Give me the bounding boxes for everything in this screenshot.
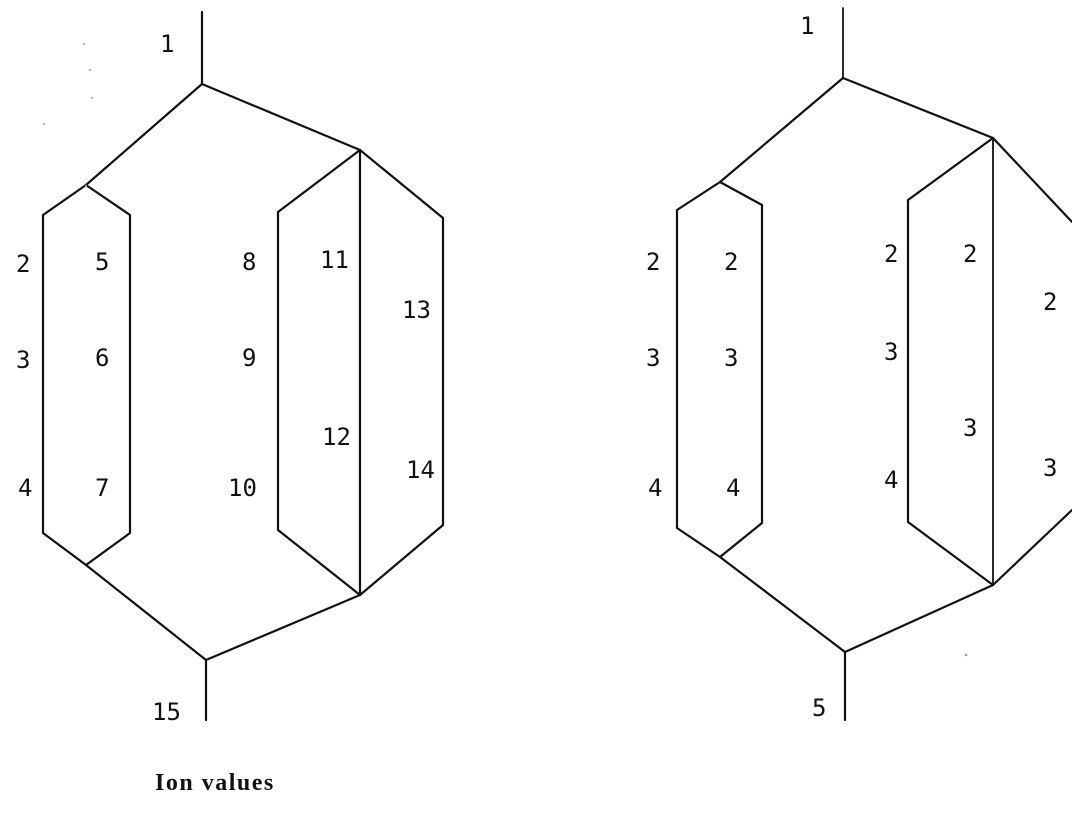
left-edge-top-to-right-junction (200, 82, 362, 152)
left-label-2: 2 (16, 250, 30, 278)
right-edge-bottom-to-left-junction (718, 555, 847, 654)
scan-speck (84, 184, 88, 188)
right-edge-top-to-right-junction (841, 76, 995, 140)
right-label-4: 4 (648, 474, 662, 502)
right-label-6: 3 (724, 344, 738, 372)
right-label-13: 2 (1043, 288, 1057, 316)
caption: Ion values (155, 770, 275, 796)
scan-specks (43, 43, 968, 657)
left-label-7: 7 (95, 474, 109, 502)
right-label-11: 2 (963, 240, 977, 268)
right-label-7: 4 (726, 474, 740, 502)
right-label-1: 1 (800, 12, 814, 40)
right-label-5: 2 (724, 248, 738, 276)
right-label-14: 3 (1043, 454, 1057, 482)
right-branch-outer-right-bottom (991, 508, 1072, 587)
left-label-9: 9 (242, 344, 256, 372)
left-label-14: 14 (406, 456, 435, 484)
left-label-13: 13 (402, 296, 431, 324)
right-edge-bottom-to-right-junction (843, 583, 995, 654)
left-edge-bottom-to-left-junction (84, 563, 208, 662)
right-branch-outer-left (675, 180, 722, 559)
right-label-3: 3 (646, 344, 660, 372)
left-label-12: 12 (322, 423, 351, 451)
left-edge-top-to-left-junction (84, 82, 204, 187)
left-label-15: 15 (152, 698, 181, 726)
left-label-8: 8 (242, 248, 256, 276)
scan-speck (91, 97, 93, 99)
right-branch-outer-right-top (991, 136, 1072, 224)
scan-speck (43, 123, 45, 125)
scan-speck (964, 653, 968, 657)
right-label-2: 2 (646, 248, 660, 276)
right-edge-top-to-left-junction (718, 76, 845, 184)
left-label-4: 4 (18, 474, 32, 502)
right-branch-inner-right (906, 136, 995, 587)
left-network-diagram: 1 2 3 4 5 6 7 8 9 10 11 12 13 14 15 (16, 10, 445, 726)
right-label-10: 4 (884, 466, 898, 494)
left-label-5: 5 (95, 248, 109, 276)
right-label-8: 2 (884, 240, 898, 268)
right-branch-inner-left (718, 180, 764, 559)
right-network-diagram: 1 2 3 4 2 3 4 2 3 4 2 3 2 3 5 (646, 7, 1072, 722)
right-label-15: 5 (812, 694, 826, 722)
left-branch-5-6-7 (84, 183, 132, 567)
left-label-10: 10 (228, 474, 257, 502)
right-label-12: 3 (963, 414, 977, 442)
left-branch-8-9-10 (276, 148, 362, 597)
left-label-11: 11 (320, 246, 349, 274)
left-label-3: 3 (16, 346, 30, 374)
left-branch-13-14 (358, 148, 445, 597)
left-edge-bottom-to-right-junction (204, 593, 362, 662)
right-label-9: 3 (884, 338, 898, 366)
left-label-6: 6 (95, 344, 109, 372)
left-label-1: 1 (160, 30, 174, 58)
left-branch-2-3-4 (41, 183, 88, 567)
scan-speck (89, 69, 91, 71)
scan-speck (83, 43, 85, 45)
